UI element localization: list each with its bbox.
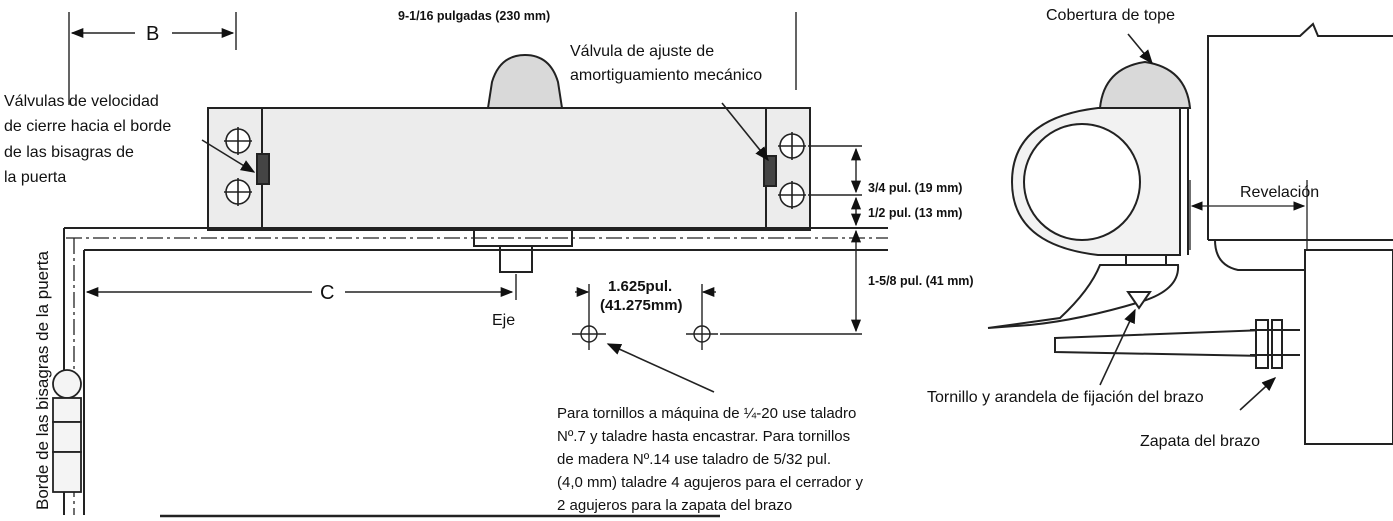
cover-label: Cobertura de tope — [1046, 7, 1175, 24]
side-piston-circle — [1023, 123, 1141, 241]
leader-arrows — [201, 102, 769, 393]
svg-text:(4,0 mm) taladre 4 agujeros pa: (4,0 mm) taladre 4 agujeros para el cerr… — [557, 474, 863, 491]
closer-mounting-holes-right — [778, 132, 806, 209]
closer-body — [207, 107, 811, 231]
svg-text:amortiguamiento mecánico: amortiguamiento mecánico — [570, 67, 762, 84]
screw-washer-label: Tornillo y arandela de fijación del braz… — [927, 389, 1204, 406]
svg-text:de las bisagras de: de las bisagras de — [4, 144, 134, 161]
svg-text:de cierre hacia el borde: de cierre hacia el borde — [4, 118, 171, 135]
dimension-3-4: 3/4 pul. (19 mm) — [868, 181, 962, 195]
dimension-1625-mm: (41.275mm) — [600, 297, 683, 314]
svg-text:la puerta: la puerta — [4, 169, 66, 186]
svg-text:Válvula de ajuste de: Válvula de ajuste de — [570, 43, 714, 60]
hinge-edge-label: Borde de las bisagras de la puerta — [33, 251, 52, 510]
top-width-dimension: 9-1/16 pulgadas (230 mm) — [398, 9, 550, 23]
dimension-1625-inch: 1.625pul. — [608, 278, 672, 295]
speed-valves-label: Válvulas de velocidad de cierre hacia el… — [4, 93, 171, 186]
speed-valve — [256, 153, 270, 185]
closer-mounting-holes-left — [224, 127, 252, 206]
door-hinge — [52, 369, 82, 493]
svg-text:Nº.7 y taladre hasta encastrar: Nº.7 y taladre hasta encastrar. Para tor… — [557, 428, 850, 445]
door-frame-header — [63, 227, 888, 518]
closer-front-view — [207, 53, 811, 273]
drill-note: Para tornillos a máquina de ¼-20 use tal… — [557, 405, 863, 514]
arm-shoe-label: Zapata del brazo — [1140, 433, 1260, 450]
svg-text:de madera Nº.14 use taladro de: de madera Nº.14 use taladro de 5/32 pul. — [557, 451, 831, 468]
arm-shoe-holes — [572, 318, 718, 350]
side-cover-top — [1098, 60, 1192, 109]
dimension-1-2: 1/2 pul. (13 mm) — [868, 206, 962, 220]
backcheck-valve — [763, 155, 777, 187]
svg-text:2 agujeros para la zapata del: 2 agujeros para la zapata del brazo — [557, 497, 792, 514]
dimension-b-label: B — [146, 23, 159, 45]
door-leaf — [1304, 249, 1393, 445]
axis-label: Eje — [492, 312, 515, 329]
svg-text:Válvulas de velocidad: Válvulas de velocidad — [4, 93, 159, 110]
closer-cover-top — [486, 53, 564, 109]
dimension-lines — [68, 12, 862, 335]
side-leader-arrows — [1099, 33, 1277, 411]
reveal-label: Revelación — [1240, 184, 1319, 201]
dimension-1-5-8: 1-5/8 pul. (41 mm) — [868, 274, 974, 288]
side-arm-shoe — [1255, 319, 1269, 369]
arm-screw — [1126, 291, 1152, 310]
side-arm — [987, 264, 1180, 329]
side-lower-arm — [1054, 328, 1266, 358]
backcheck-valve-label: Válvula de ajuste de amortiguamiento mec… — [570, 43, 762, 84]
svg-text:Para tornillos a máquina de ¼-: Para tornillos a máquina de ¼-20 use tal… — [557, 405, 856, 422]
dimension-c-label: C — [320, 282, 334, 304]
closer-side-view — [987, 22, 1393, 445]
